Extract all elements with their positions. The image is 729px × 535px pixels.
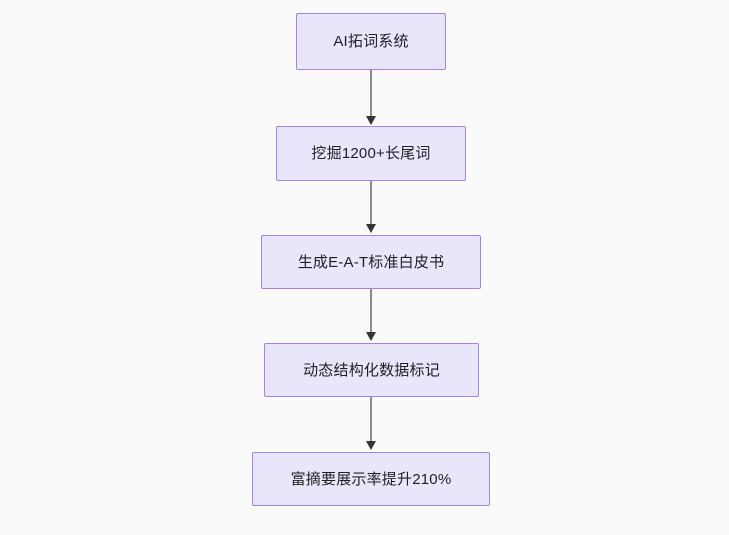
flow-node-ai-keyword-system[interactable]: AI拓词系统 xyxy=(296,13,446,70)
arrowhead-n1-n2 xyxy=(365,116,376,125)
arrowhead-n3-n4 xyxy=(365,332,376,341)
edge-n2-n3 xyxy=(370,181,372,226)
flow-node-mine-longtail-keywords[interactable]: 挖掘1200+长尾词 xyxy=(276,126,466,181)
flow-node-label: 挖掘1200+长尾词 xyxy=(311,145,431,162)
flow-node-generate-eat-whitepaper[interactable]: 生成E-A-T标准白皮书 xyxy=(261,235,481,289)
edge-n4-n5 xyxy=(370,397,372,443)
edge-n1-n2 xyxy=(370,70,372,118)
flow-node-label: 动态结构化数据标记 xyxy=(303,361,440,379)
arrowhead-n4-n5 xyxy=(365,441,376,450)
edge-n3-n4 xyxy=(370,289,372,334)
flow-node-rich-snippet-uplift[interactable]: 富摘要展示率提升210% xyxy=(252,452,490,506)
flow-node-label: 富摘要展示率提升210% xyxy=(290,470,452,488)
flow-node-dynamic-structured-data-markup[interactable]: 动态结构化数据标记 xyxy=(264,343,479,397)
arrowhead-n2-n3 xyxy=(365,224,376,233)
flow-node-label: 生成E-A-T标准白皮书 xyxy=(297,253,445,271)
flow-node-label: AI拓词系统 xyxy=(333,33,409,50)
